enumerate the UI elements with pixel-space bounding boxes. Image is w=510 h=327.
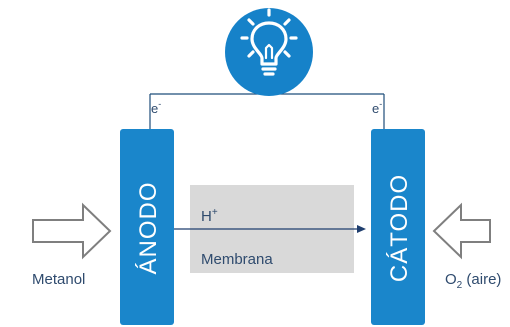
air-input-arrow — [432, 202, 491, 260]
external-circuit — [149, 93, 385, 130]
electron-label-left: e- — [151, 99, 161, 116]
electron-label-right: e- — [372, 99, 382, 116]
lightbulb-icon-background — [225, 8, 313, 96]
anode-label: ÁNODO — [135, 181, 162, 274]
bulb-glass — [250, 21, 288, 66]
cathode-label: CÁTODO — [386, 174, 413, 282]
anode — [120, 129, 174, 325]
ion-label: H+ — [201, 207, 218, 225]
oxygen-label: O2 (aire) — [445, 271, 501, 291]
cathode — [371, 129, 425, 325]
membrane-label: Membrana — [201, 251, 273, 268]
methanol-label: Metanol — [32, 271, 85, 288]
lightbulb-icon — [225, 8, 313, 96]
methanol-input-arrow — [32, 202, 112, 260]
proton-flow-arrow — [174, 225, 366, 233]
